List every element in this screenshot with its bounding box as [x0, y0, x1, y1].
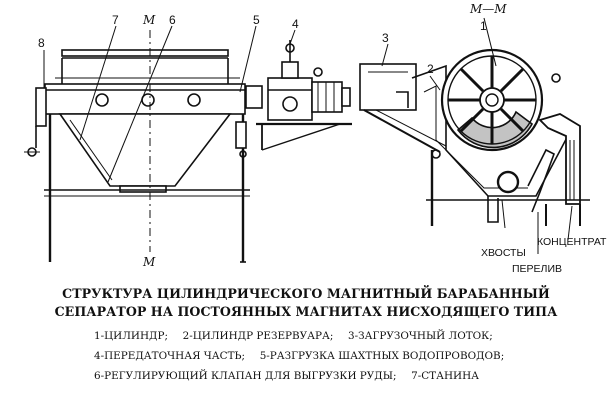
tailings-chute	[487, 196, 499, 223]
gearbox	[267, 77, 313, 121]
overflow-pipe	[527, 148, 555, 213]
caption-title-line-2: СЕПАРАТОР НА ПОСТОЯННЫХ МАГНИТАХ НИСХОДЯ…	[54, 304, 558, 319]
legend-item-3: 3-ЗАГРУЗОЧНЫЙ ЛОТОК;	[348, 330, 493, 342]
legend-item-1: 1-ЦИЛИНДР;	[94, 330, 168, 342]
motor	[311, 81, 343, 113]
label-concentrate: КОНЦЕНТРАТ	[537, 236, 607, 248]
housing-top-rail	[61, 49, 229, 57]
legend-line-1: 1-ЦИЛИНДР; 2-ЦИЛИНДР РЕЗЕРВУАРА; 3-ЗАГРУ…	[94, 330, 493, 342]
separator-diagram: 8 7 M 6 5 4 M 3 2 M—M 1 ХВОСТЫ ПЕРЕЛИВ К…	[24, 2, 607, 275]
magnet-system	[456, 110, 534, 149]
section-view	[359, 48, 590, 226]
valve-bracket	[35, 87, 47, 127]
label-tails: ХВОСТЫ	[481, 247, 526, 259]
tailings-roller	[496, 170, 520, 194]
section-title: M—M	[469, 2, 507, 16]
callout-7: 7	[112, 13, 119, 27]
section-marker-top: M	[142, 13, 156, 27]
callout-1: 1	[480, 19, 487, 33]
front-view	[24, 30, 352, 263]
callout-2: 2	[427, 62, 434, 76]
callout-8: 8	[38, 36, 45, 50]
legend-item-6: 6-РЕГУЛИРУЮЩИЙ КЛАПАН ДЛЯ ВЫГРУЗКИ РУДЫ;	[94, 370, 397, 382]
legend-line-3: 6-РЕГУЛИРУЮЩИЙ КЛАПАН ДЛЯ ВЫГРУЗКИ РУДЫ;…	[94, 370, 479, 382]
label-overflow: ПЕРЕЛИВ	[512, 263, 562, 275]
legend-item-4: 4-ПЕРЕДАТОЧНАЯ ЧАСТЬ;	[94, 350, 246, 362]
tank-hopper	[58, 113, 232, 187]
drum-hole	[95, 93, 109, 107]
caption-title-line-1: СТРУКТУРА ЦИЛИНДРИЧЕСКОГО МАГНИТНЫЙ БАРА…	[62, 286, 550, 301]
callout-4: 4	[292, 17, 299, 31]
section-marker-bottom: M	[142, 255, 156, 269]
callout-6: 6	[169, 13, 176, 27]
drum-housing	[44, 83, 246, 115]
legend-line-2: 4-ПЕРЕДАТОЧНАЯ ЧАСТЬ; 5-РАЗГРУЗКА ШАХТНЫ…	[94, 350, 504, 362]
callout-5: 5	[253, 13, 260, 27]
drive-coupling	[245, 85, 263, 109]
callout-3: 3	[382, 31, 389, 45]
legend-item-5: 5-РАЗГРУЗКА ШАХТНЫХ ВОДОПРОВОДОВ;	[259, 350, 505, 362]
discharge-outlet	[119, 185, 167, 193]
leader-lines	[43, 17, 573, 254]
drum-hole	[187, 93, 201, 107]
legend-item-2: 2-ЦИЛИНДР РЕЗЕРВУАРА;	[182, 330, 334, 342]
legend-item-7: 7-СТАНИНА	[411, 370, 480, 382]
